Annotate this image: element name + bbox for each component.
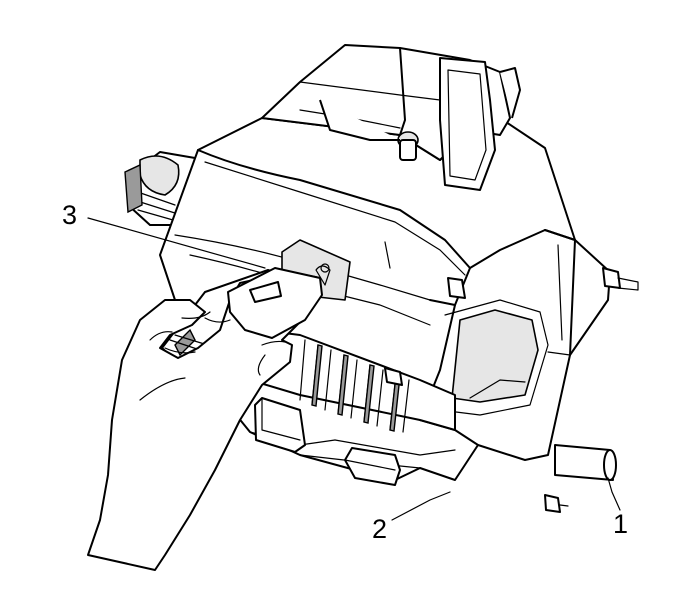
- callout-3: 3: [62, 200, 77, 230]
- top-duct: [261, 44, 521, 191]
- leader-lines: [87, 217, 621, 521]
- callout-1: 1: [613, 509, 628, 539]
- hand-illustration: [87, 267, 323, 571]
- leader-line-1: [607, 477, 621, 511]
- leader-line-3: [87, 217, 266, 269]
- right-tube: [544, 267, 639, 513]
- callout-2: 2: [372, 514, 387, 544]
- leader-line-2: [391, 491, 451, 521]
- filter-fins: [249, 329, 456, 486]
